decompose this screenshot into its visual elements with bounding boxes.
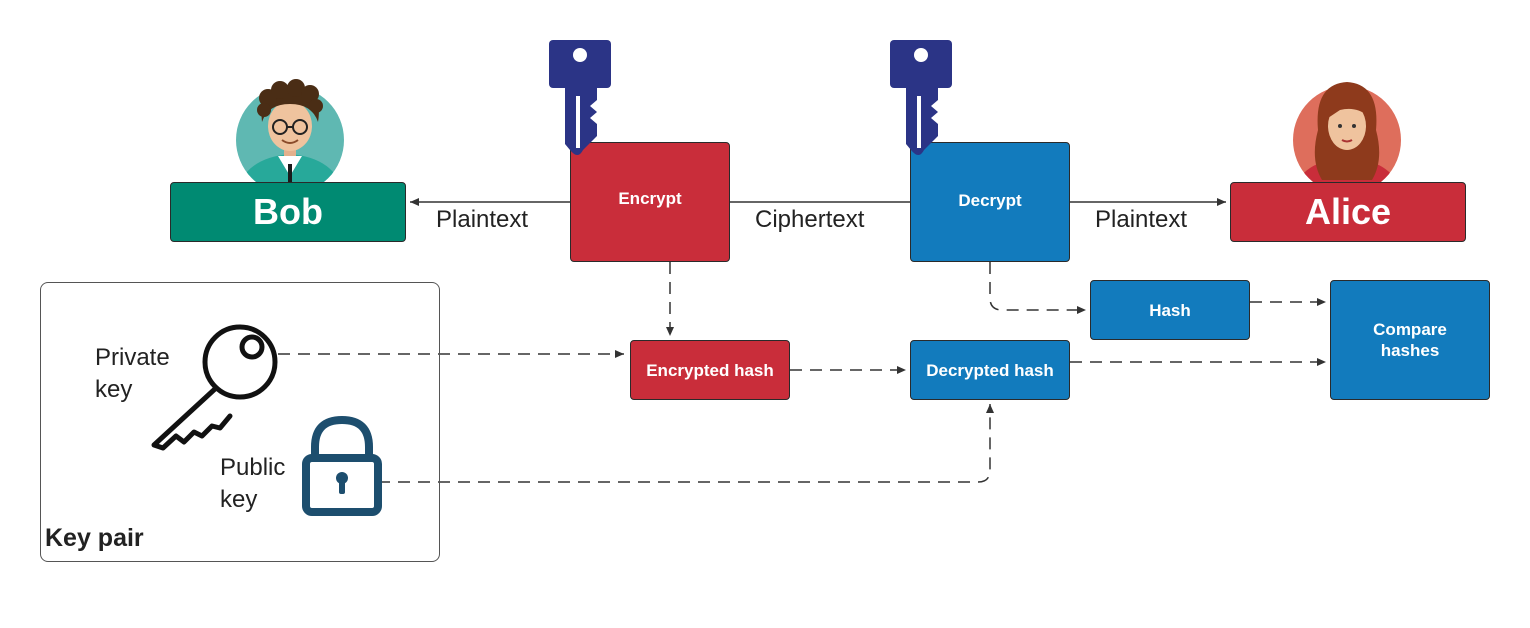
edge-public-key-to-decrypted-hash	[378, 404, 994, 483]
encrypt-key-icon	[549, 40, 611, 155]
encrypted-hash-label: Encrypted hash	[646, 360, 774, 380]
alice-label: Alice	[1304, 191, 1392, 232]
decrypt-node: Decrypt	[910, 142, 1070, 262]
edge-decrypt-to-hash	[989, 262, 1086, 314]
key-pair-container	[40, 282, 440, 562]
decrypted-hash-node: Decrypted hash	[910, 340, 1070, 400]
encrypt-node: Encrypt	[570, 142, 730, 262]
private-key-icon	[151, 324, 278, 451]
decrypted-hash-label: Decrypted hash	[926, 360, 1054, 380]
decrypt-label: Decrypt	[958, 190, 1022, 210]
ciphertext-label: Ciphertext	[755, 206, 865, 233]
compare-hashes-label: Compare hashes	[1373, 320, 1447, 360]
public-key-lock-icon	[302, 415, 382, 516]
compare-hashes-node: Compare hashes	[1330, 280, 1490, 400]
decrypt-key-icon	[890, 40, 952, 155]
plaintext-right-label: Plaintext	[1095, 206, 1188, 233]
plaintext-left-label: Plaintext	[436, 206, 529, 233]
encrypt-label: Encrypt	[618, 188, 682, 208]
alice-box: Alice	[1230, 182, 1466, 242]
bob-box: Bob	[170, 182, 406, 242]
bob-label: Bob	[253, 191, 323, 232]
private-key-label: Private key	[95, 344, 170, 403]
hash-label: Hash	[1149, 300, 1191, 320]
public-key-label: Public key	[220, 454, 286, 513]
hash-node: Hash	[1090, 280, 1250, 340]
key-pair-title: Key pair	[45, 524, 144, 552]
encrypted-hash-node: Encrypted hash	[630, 340, 790, 400]
